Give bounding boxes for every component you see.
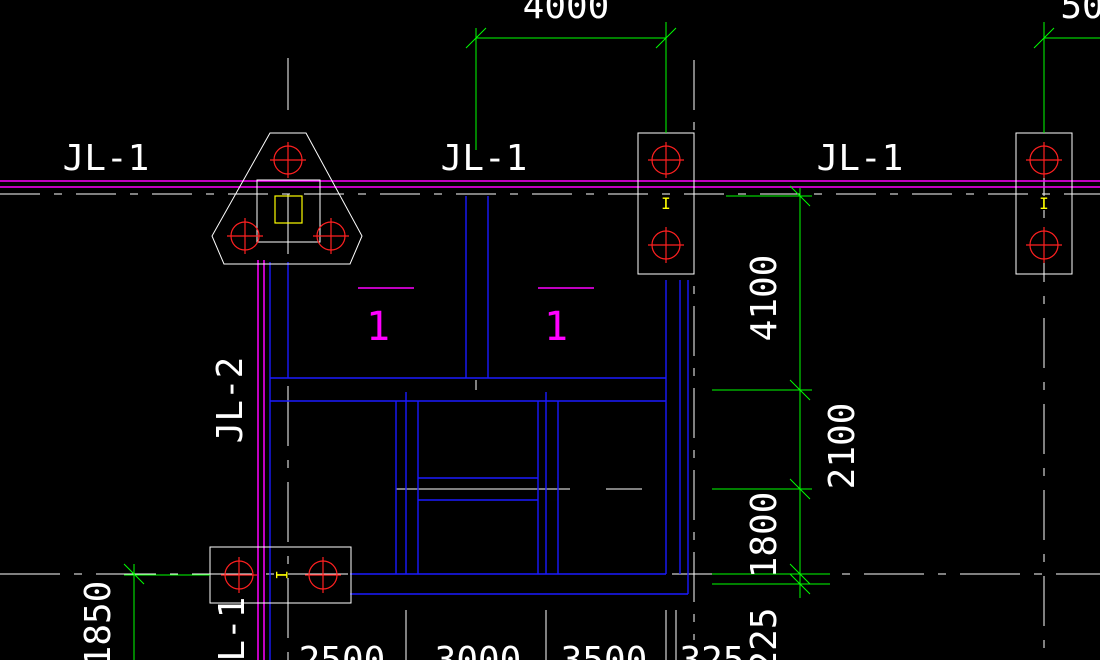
pile-cap-outlines (209, 132, 1073, 604)
section-mark-1: 1 (366, 304, 390, 350)
dim-right-2100: 2100 (822, 403, 863, 490)
column-mark: I (272, 570, 291, 580)
pile-symbols (221, 142, 1062, 593)
dimension-texts: 4000 50 4100 2100 1800 225 1850 2500 300… (78, 0, 1100, 660)
dimension-tick (789, 478, 811, 500)
dim-right-225: 225 (744, 607, 785, 660)
dimension-tick (789, 563, 811, 585)
column-mark: I (661, 194, 671, 213)
column-mark: I (1039, 194, 1049, 213)
pile-symbol (221, 557, 257, 593)
dim-bottom-3000: 3000 (435, 640, 522, 660)
beam-axis-lines (0, 180, 1100, 660)
pile-symbol (305, 557, 341, 593)
triangular-pile-cap (211, 132, 363, 265)
beam-label-jl1-right: JL-1 (817, 138, 904, 179)
dim-top-4000: 4000 (523, 0, 610, 27)
dimension-tick (465, 27, 487, 49)
dimension-lines (123, 22, 1100, 660)
pile-symbol (1026, 227, 1062, 263)
pile-symbol (1026, 142, 1062, 178)
column-outline (256, 179, 321, 243)
pile-symbol (313, 218, 349, 254)
dimension-tick (1033, 27, 1055, 49)
wall-lines (269, 196, 689, 660)
section-mark-2: 1 (544, 304, 568, 350)
column-marks: I I I (272, 194, 1049, 580)
dim-bottom-325: 325 (679, 640, 744, 660)
dim-bottom-3500: 3500 (561, 640, 648, 660)
dimension-tick (655, 27, 677, 49)
dim-top-right: 50 (1060, 0, 1100, 27)
pile-symbol (270, 142, 306, 178)
pile-symbol (648, 142, 684, 178)
column-symbol (274, 195, 303, 224)
section-marks: 1 1 (358, 287, 594, 350)
beam-label-jl2: JL-2 (210, 357, 251, 444)
beam-label-jl1-left: JL-1 (63, 138, 150, 179)
dimension-tick (789, 185, 811, 207)
dim-bottom-2500: 2500 (299, 640, 386, 660)
column-symbols (274, 195, 303, 224)
beam-labels: JL-1 JL-1 JL-1 JL-2 JL-1 (63, 138, 904, 660)
pile-symbol (227, 218, 263, 254)
dim-right-1800: 1800 (744, 492, 785, 579)
bottom-extension-lines (405, 610, 677, 660)
dimension-tick (789, 573, 811, 595)
axis-lines (0, 58, 1100, 660)
pile-symbol (648, 227, 684, 263)
dimension-tick (789, 379, 811, 401)
beam-label-jl1-bottom: JL-1 (212, 597, 253, 660)
dim-left-1850: 1850 (78, 581, 119, 660)
dimension-tick (123, 563, 145, 585)
dim-right-4100: 4100 (744, 255, 785, 342)
beam-label-jl1-center: JL-1 (441, 138, 528, 179)
